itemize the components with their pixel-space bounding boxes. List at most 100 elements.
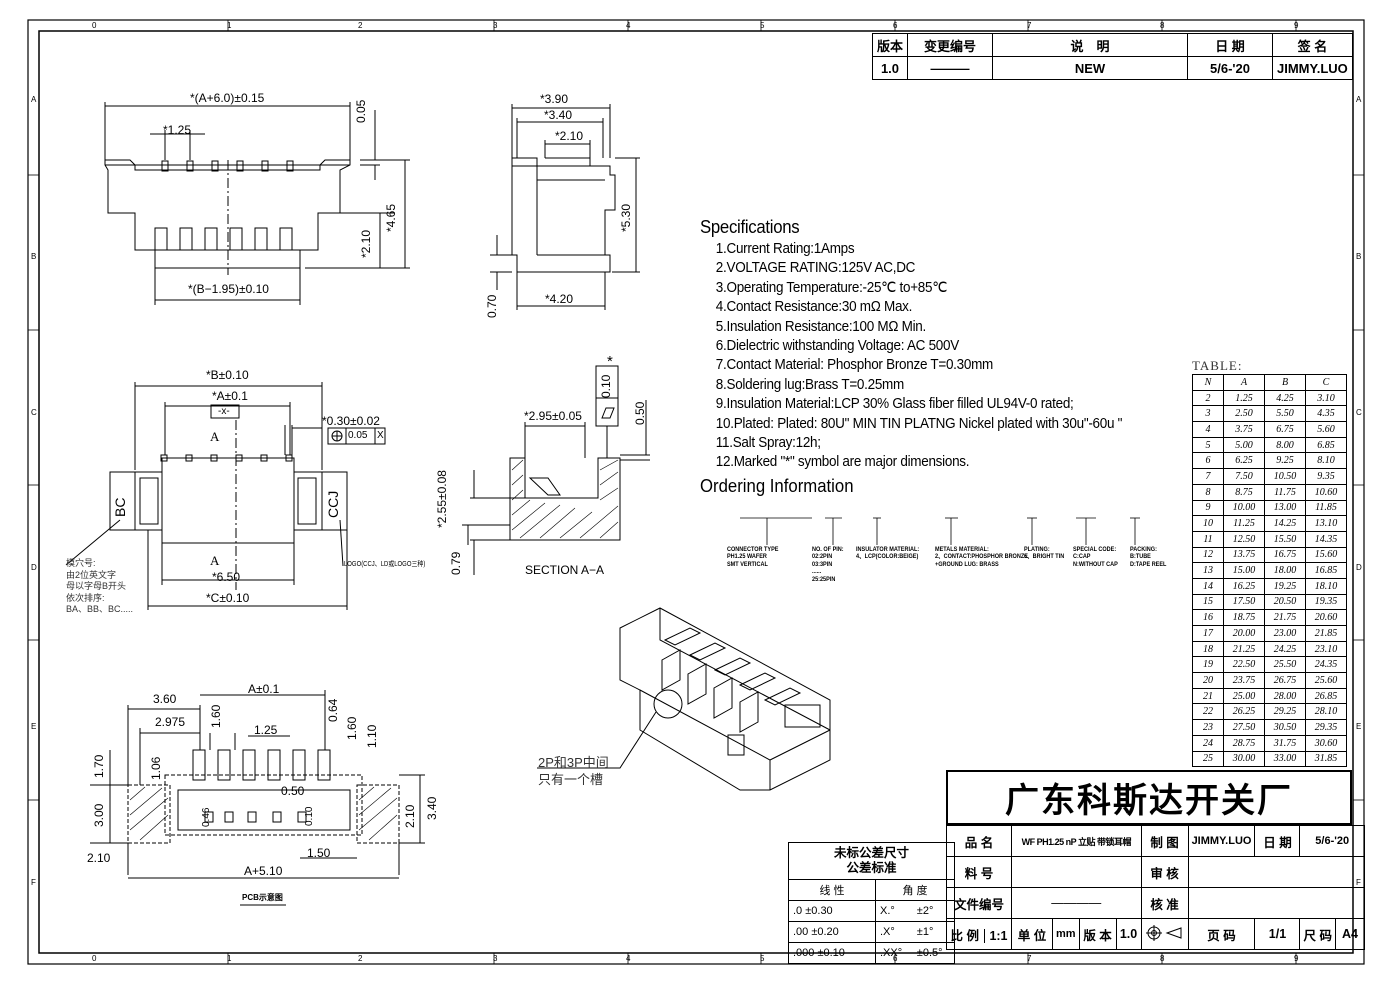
- zone-row-label: E: [31, 722, 37, 731]
- tb-size-label: 尺 码: [1299, 918, 1336, 950]
- logo-mark: CCJ: [325, 490, 341, 518]
- table-cell: 20: [1192, 672, 1224, 689]
- table-cell: 10.60: [1305, 483, 1347, 501]
- dim-label: 1.06: [149, 756, 163, 780]
- dim-label: 0.79: [449, 551, 463, 575]
- tolerance-angle-value: ±0.5°: [912, 942, 955, 964]
- zone-col-label: 9: [1294, 21, 1299, 30]
- table-cell: 33.00: [1264, 750, 1306, 768]
- dim-label: *B±0.10: [206, 368, 249, 382]
- table-cell: 16: [1192, 609, 1224, 626]
- rev-description: NEW: [992, 56, 1188, 80]
- dim-label: 3.40: [425, 796, 439, 820]
- dim-label: 1.10: [365, 724, 379, 748]
- tb-part-value: [1011, 856, 1142, 888]
- tb-version-label: 版 本: [1078, 918, 1117, 950]
- table-cell: 6.25: [1223, 452, 1265, 470]
- dim-label: *2.10: [359, 229, 373, 258]
- iso-note: 2P和3P中间 只有一个槽: [538, 755, 609, 787]
- tb-review-label: 审 核: [1140, 856, 1189, 888]
- dim-label: A±0.1: [248, 682, 280, 696]
- table-cell: 19.35: [1305, 593, 1347, 611]
- ordering-title: Ordering Information: [700, 476, 854, 496]
- table-cell: 16.85: [1305, 562, 1347, 579]
- ordering-group: METALS MATERIAL:2、CONTACT:PHOSPHOR BRONZ…: [935, 546, 1028, 568]
- table-cell: 23.10: [1305, 640, 1347, 658]
- dim-label: 3.60: [153, 692, 177, 706]
- revision-table: 版本 变更编号 说 明 日 期 签 名 1.0 ——— NEW 5/6-'20 …: [872, 33, 1353, 80]
- table-cell: 11: [1192, 530, 1224, 548]
- dim-label: 0.05: [354, 99, 368, 123]
- spec-item: 4.Contact Resistance:30 mΩ Max.: [715, 299, 913, 316]
- dim-label: *3.90: [540, 92, 569, 106]
- table-cell: 7.50: [1223, 468, 1265, 485]
- tb-page-label: 页 码: [1187, 918, 1256, 950]
- table-cell: 11.75: [1264, 483, 1306, 501]
- tb-drawn-value: JIMMY.LUO: [1187, 825, 1256, 857]
- dim-label: 1.25: [254, 723, 278, 737]
- tb-approve-value: [1187, 887, 1365, 919]
- dim-label: 0.70: [485, 294, 499, 318]
- company-name: 广东科斯达开关厂: [946, 770, 1352, 825]
- table-cell: 9.25: [1264, 452, 1306, 470]
- table-cell: 15.00: [1223, 562, 1265, 579]
- table-cell: 19: [1192, 656, 1224, 674]
- zone-col-label: 8: [1160, 954, 1165, 963]
- section-label: SECTION A−A: [525, 563, 605, 577]
- table-cell: 25.50: [1264, 656, 1306, 674]
- dim-label: 2.10: [87, 851, 111, 865]
- section-mark: A: [210, 553, 220, 568]
- zone-col-label: 5: [760, 21, 765, 30]
- table-cell: 3.10: [1305, 389, 1347, 407]
- dim-label: 0.10: [599, 374, 613, 398]
- table-cell: 15.50: [1264, 530, 1306, 548]
- zone-row-label: B: [1356, 252, 1362, 261]
- spec-item: 8.Soldering lug:Brass T=0.25mm: [715, 376, 904, 393]
- tolerance-angle-header: 角 度: [875, 879, 955, 901]
- table-cell: 25.60: [1305, 672, 1347, 689]
- dim-label: A+5.10: [244, 864, 283, 878]
- table-cell: 7: [1192, 468, 1224, 485]
- spec-item: 1.Current Rating:1Amps: [715, 241, 855, 257]
- table-cell: 26.25: [1223, 703, 1265, 721]
- zone-col-label: 7: [1027, 954, 1032, 963]
- spec-item: 9.Insulation Material:LCP 30% Glass fibe…: [715, 396, 1074, 413]
- table-cell: 8: [1192, 483, 1224, 501]
- spec-item: 10.Plated: Plated: 80U" MIN TIN PLATNG N…: [715, 415, 1123, 432]
- dim-label: *4.65: [384, 203, 398, 232]
- rev-header-date: 日 期: [1187, 33, 1273, 57]
- dim-label: 0.50: [281, 784, 305, 798]
- zone-row-label: A: [31, 95, 37, 104]
- tb-file-label: 文件编号: [946, 887, 1012, 919]
- dim-label: 1.60: [345, 716, 359, 740]
- table-cell: 12.50: [1223, 530, 1265, 548]
- dim-label: 1.60: [209, 704, 223, 728]
- ordering-group: INSULATOR MATERIAL:4、LCP(COLOR:BEIGE): [856, 546, 920, 561]
- dim-label: *2.10: [555, 129, 584, 143]
- tolerance-subtitle: 公差标准: [846, 861, 897, 875]
- tolerance-angle: X.°: [874, 900, 913, 922]
- table-cell: 20.50: [1264, 593, 1306, 611]
- table-cell: 2.50: [1223, 405, 1265, 423]
- zone-col-label: 0: [92, 954, 97, 963]
- table-cell: 25.00: [1223, 687, 1265, 705]
- major-dim-mark: *: [607, 353, 613, 370]
- dim-label: *2.95±0.05: [524, 409, 582, 423]
- dim-label: *(A+6.0)±0.15: [190, 91, 265, 105]
- table-cell: 17.50: [1223, 593, 1265, 611]
- spec-item: 6.Dielectric withstanding Voltage: AC 50…: [715, 337, 959, 354]
- specifications: Specifications 1.Current Rating:1Amps 2.…: [700, 217, 1122, 474]
